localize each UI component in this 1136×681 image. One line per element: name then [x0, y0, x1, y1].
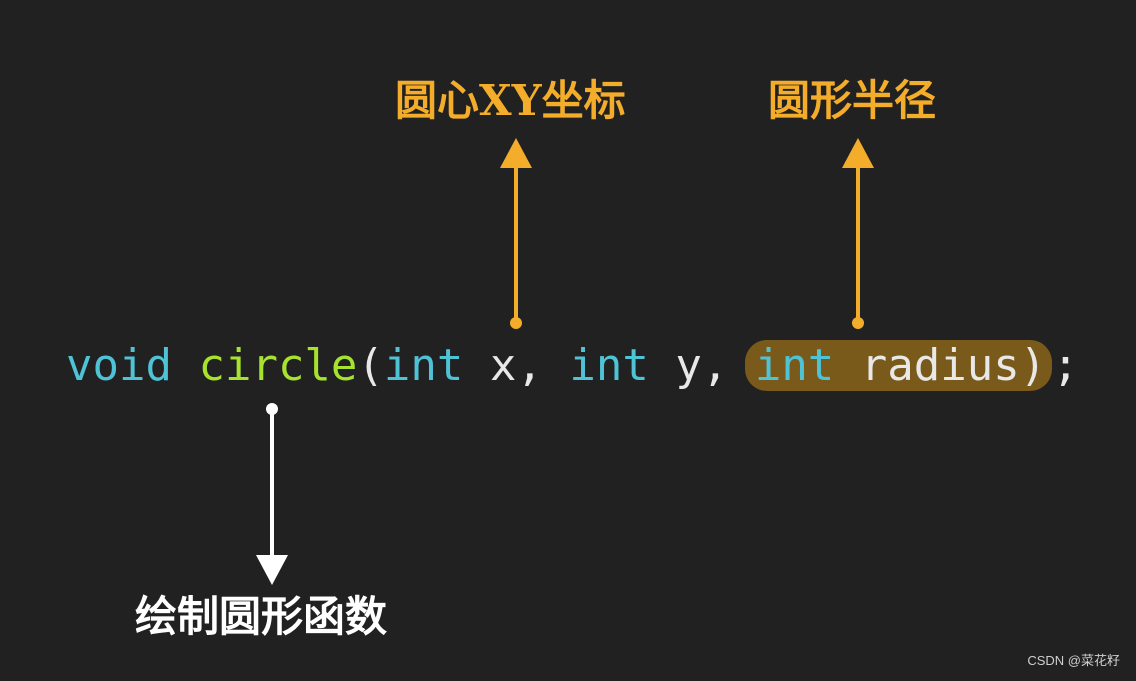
code-param-y: y, — [648, 340, 755, 391]
radius-arrow — [842, 138, 874, 329]
code-space — [172, 340, 199, 391]
code-line: void circle(int x, int y, int radius); — [66, 336, 1079, 396]
watermark: CSDN @菜花籽 — [1027, 653, 1120, 668]
center-arrow — [500, 138, 532, 329]
code-int-keyword-radius: int — [754, 340, 835, 391]
code-open-paren: ( — [357, 340, 384, 391]
radius-label: 圆形半径 — [768, 76, 937, 125]
code-void-keyword: void — [66, 340, 172, 391]
code-int-keyword-y: int — [569, 340, 649, 391]
center-xy-label: 圆心XY坐标 — [395, 76, 626, 125]
function-arrow — [256, 403, 288, 585]
code-int-keyword-x: int — [383, 340, 464, 391]
code-semicolon: ; — [1052, 340, 1079, 391]
code-param-radius: radius) — [834, 340, 1047, 391]
function-label: 绘制圆形函数 — [135, 592, 388, 641]
code-function-name: circle — [198, 340, 358, 391]
code-param-x: x, — [463, 340, 570, 391]
radius-highlight: int radius) — [744, 340, 1053, 391]
